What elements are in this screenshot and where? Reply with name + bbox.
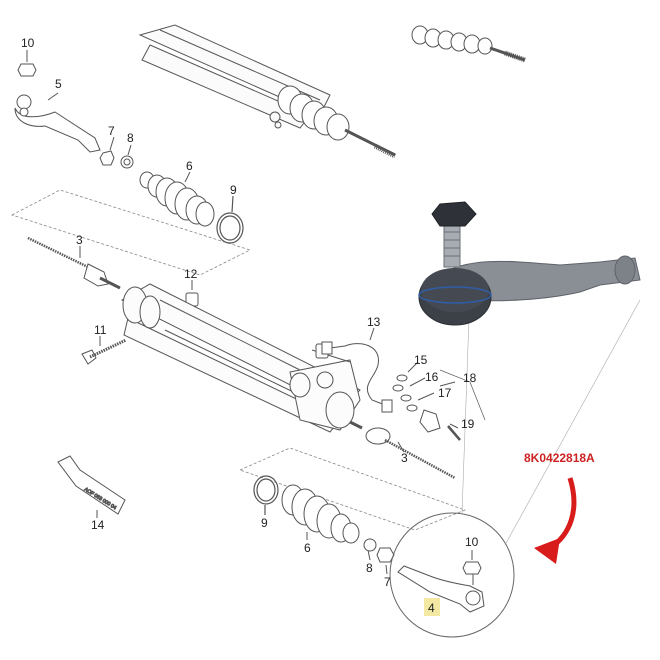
ring-9-lower (253, 475, 279, 515)
nut-7-upper (99, 136, 115, 166)
tie-rod-3-upper (27, 236, 121, 290)
nut-10-lower (462, 550, 482, 575)
callout-8-upper: 8 (127, 131, 134, 145)
callout-18: 18 (463, 371, 477, 385)
callout-3-upper: 3 (76, 233, 83, 247)
clamp-8-lower (363, 538, 377, 561)
callout-14: 14 (91, 518, 105, 532)
nut-7-lower (376, 547, 395, 575)
part-number-label: 8K0422818A (524, 451, 595, 465)
callout-17: 17 (438, 386, 452, 400)
tie-rod-end-4 (397, 565, 485, 613)
boot-6-lower (281, 484, 360, 544)
part-4-highlight (424, 598, 440, 616)
hose-13 (321, 327, 393, 413)
callout-10-lower: 10 (465, 535, 479, 549)
callout-10-upper: 10 (21, 36, 35, 50)
callout-4: 4 (428, 601, 435, 615)
callout-9-lower: 9 (261, 516, 268, 530)
callout-12: 12 (184, 267, 198, 281)
callout-15: 15 (414, 353, 428, 367)
tie-rod-end-product-photo (418, 201, 641, 326)
callout-6-upper: 6 (186, 159, 193, 173)
nut-10-upper (17, 50, 37, 77)
valve-kit-15-19 (392, 361, 461, 441)
callout-13: 13 (367, 315, 381, 329)
callout-7-upper: 7 (108, 124, 115, 138)
boot-6-upper (139, 171, 215, 227)
bolt-11 (81, 336, 127, 365)
tie-rod-3-lower (349, 420, 456, 480)
callout-19: 19 (461, 417, 475, 431)
ring-9-upper (216, 195, 244, 244)
callout-11: 11 (94, 323, 107, 337)
lower-boot-group-box (238, 447, 467, 531)
clamp-8-upper (120, 144, 134, 169)
callout-3-lower: 3 (401, 451, 408, 465)
callout-16: 16 (425, 370, 439, 384)
highlight-circle (389, 289, 641, 638)
main-steering-rack (120, 283, 361, 433)
callout-5: 5 (55, 77, 62, 91)
upper-boot-group-box (10, 189, 252, 276)
valve-group-bracket (439, 369, 486, 421)
callout-9-upper: 9 (230, 183, 237, 197)
grease-tube-14: AOF 063 000 04 (57, 455, 126, 518)
callout-6-lower: 6 (304, 541, 311, 555)
callout-8-lower: 8 (366, 561, 373, 575)
callout-7-lower: 7 (384, 575, 391, 589)
red-arrow-icon (534, 477, 577, 564)
upper-steering-rack (138, 24, 397, 159)
tie-rod-end-5 (14, 92, 101, 153)
upper-right-boot-partial (411, 25, 526, 63)
clip-12 (185, 280, 199, 307)
